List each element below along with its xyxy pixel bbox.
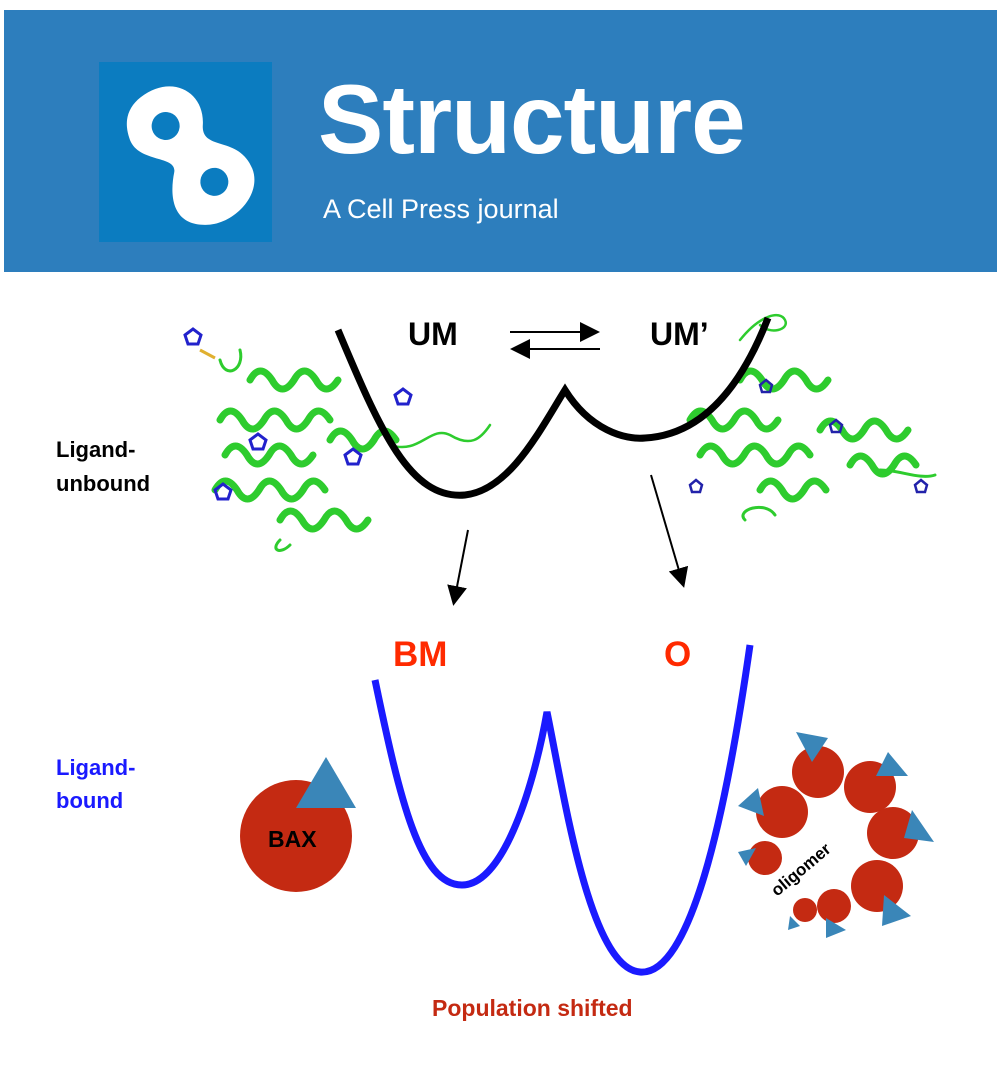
equilibrium-arrows: [510, 322, 600, 359]
bax-monomer: BAX: [240, 757, 356, 892]
state-o-label: O: [664, 635, 691, 674]
ligand-unbound-line-1: Ligand-: [56, 437, 135, 462]
population-shifted-caption: Population shifted: [432, 995, 633, 1021]
ligand-unbound-line-2: unbound: [56, 471, 150, 496]
bax-label: BAX: [268, 826, 317, 852]
transition-arrow-left: [447, 529, 469, 606]
state-bm-label: BM: [393, 635, 447, 674]
protein-structure-right: [686, 314, 937, 522]
transition-arrow-right: [650, 474, 689, 588]
protein-structure-left: [211, 348, 492, 552]
ligand-bound-label: Ligand- bound: [56, 755, 142, 813]
ligand-sticks-left: [183, 327, 413, 501]
journal-title: Structure: [318, 64, 746, 174]
bound-energy-curve: [371, 644, 754, 976]
state-um-label: UM: [408, 316, 458, 352]
ligand-bound-line-1: Ligand-: [56, 755, 135, 780]
ligand-sticks-right: [688, 378, 929, 494]
ligand-bound-line-2: bound: [56, 788, 123, 813]
oligomer-ligands: [738, 732, 934, 938]
energy-landscape-diagram: UM UM’ Ligand- unbound BM O Ligand- boun…: [56, 314, 937, 1021]
logo-mark-icon: [126, 86, 255, 225]
journal-banner: Structure A Cell Press journal: [4, 10, 997, 272]
state-um-prime-label: UM’: [650, 316, 709, 352]
ligand-unbound-label: Ligand- unbound: [56, 437, 150, 496]
journal-subtitle: A Cell Press journal: [323, 194, 559, 224]
unbound-energy-curve: [334, 316, 772, 499]
cell-press-logo: [99, 62, 272, 242]
